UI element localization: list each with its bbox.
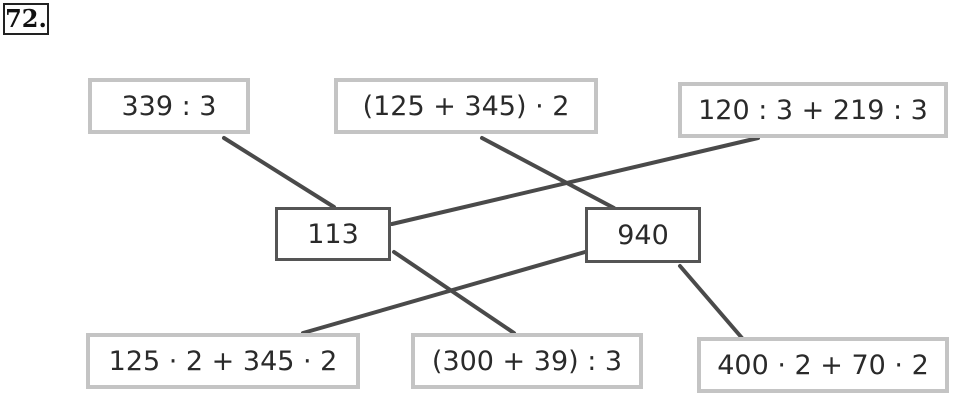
line-300-plus-39-div-3-to-113 [392, 250, 516, 335]
result-box-940: 940 [585, 207, 701, 263]
result-value: 113 [307, 218, 359, 250]
expression-text: 125 · 2 + 345 · 2 [108, 345, 338, 377]
expression-text: (125 + 345) · 2 [362, 90, 570, 122]
result-box-113: 113 [275, 207, 391, 261]
line-400-times-2-plus-70-times-2-to-940 [678, 264, 744, 340]
expression-text: 120 : 3 + 219 : 3 [698, 94, 928, 126]
line-125-plus-345-times-2-to-940 [480, 136, 616, 210]
line-125-times-2-plus-345-times-2-to-940 [301, 250, 587, 335]
expression-text: 339 : 3 [121, 90, 217, 122]
expression-text: (300 + 39) : 3 [431, 345, 623, 377]
line-120-div-3-plus-219-div-3-to-113 [390, 136, 760, 226]
expression-box-120-div-3-plus-219-div-3: 120 : 3 + 219 : 3 [678, 82, 948, 138]
result-value: 940 [617, 219, 669, 251]
expression-box-125-times-2-plus-345-times-2: 125 · 2 + 345 · 2 [86, 333, 360, 389]
expression-text: 400 · 2 + 70 · 2 [717, 349, 929, 381]
expression-box-339-div-3: 339 : 3 [88, 78, 250, 134]
line-339-div-3-to-113 [222, 136, 336, 209]
expression-box-300-plus-39-div-3: (300 + 39) : 3 [411, 333, 643, 389]
exercise-number: 72. [3, 3, 49, 35]
expression-box-125-plus-345-times-2: (125 + 345) · 2 [334, 78, 598, 134]
expression-box-400-times-2-plus-70-times-2: 400 · 2 + 70 · 2 [697, 337, 949, 393]
